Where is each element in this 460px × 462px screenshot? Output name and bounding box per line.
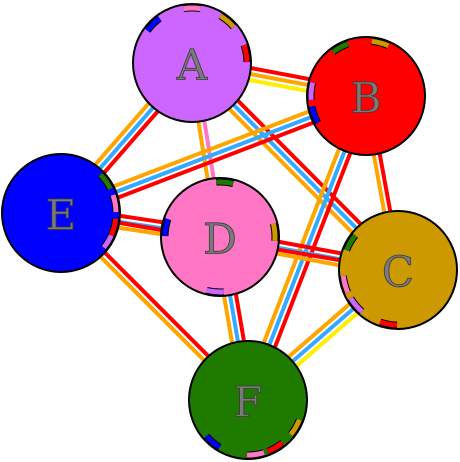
node-d[interactable] (160, 177, 280, 297)
node-e[interactable] (1, 153, 121, 273)
port-d (215, 179, 234, 187)
port-f (204, 434, 222, 450)
node-f[interactable] (188, 340, 308, 460)
node-a[interactable] (132, 3, 252, 123)
port-a (241, 44, 250, 63)
port-f (246, 450, 265, 458)
port-b (309, 105, 321, 124)
port-e (98, 173, 113, 191)
node-label-c: C (382, 248, 414, 297)
ports-layer (97, 4, 398, 459)
node-label-a: A (176, 41, 208, 90)
node-label-e: E (46, 191, 77, 240)
port-b (371, 38, 390, 49)
port-d (270, 223, 278, 242)
port-e (110, 194, 119, 213)
port-f (266, 440, 285, 454)
port-e (108, 218, 119, 237)
labels-layer: A B C D E F (45, 40, 414, 427)
node-label-f: F (233, 378, 262, 427)
port-f (288, 418, 302, 437)
nodes-layer (1, 3, 458, 460)
port-b (308, 82, 316, 101)
node-label-d: D (203, 215, 237, 264)
port-a (183, 5, 201, 12)
port-b (331, 41, 349, 55)
port-c (344, 233, 358, 252)
node-c[interactable] (338, 210, 458, 330)
port-a (145, 16, 162, 33)
port-c (340, 275, 351, 294)
port-d (162, 218, 171, 237)
port-c (379, 319, 398, 328)
node-label-b: B (351, 74, 382, 123)
port-d (206, 287, 225, 295)
node-b[interactable] (306, 36, 426, 156)
port-c (348, 296, 364, 314)
port-a (218, 13, 236, 29)
